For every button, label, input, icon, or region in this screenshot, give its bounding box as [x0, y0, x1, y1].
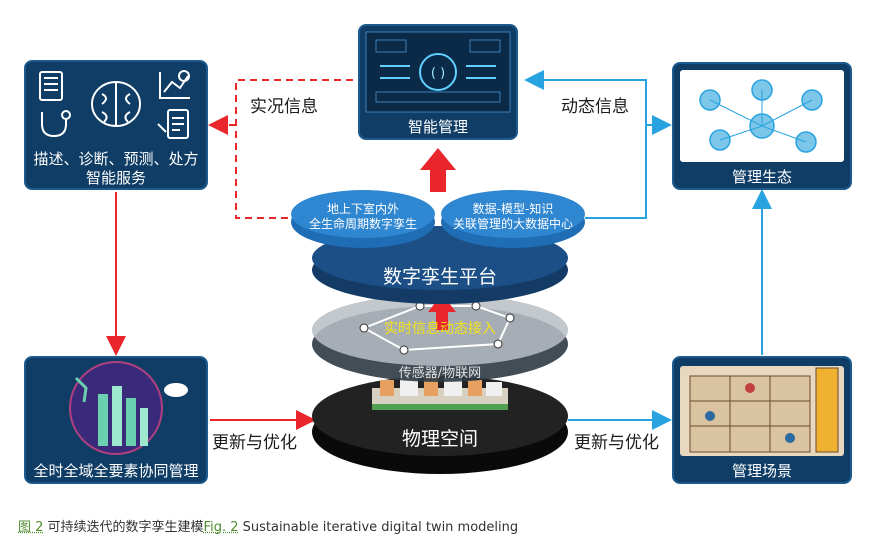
connector-layer	[106, 70, 772, 430]
digital-twin-diagram: ( ) 智能管理	[24, 24, 852, 484]
scene-image	[680, 366, 844, 456]
update-optimize-right-label: 更新与优化	[574, 433, 659, 453]
figure-title-cn: 可持续迭代的数字孪生建模	[43, 520, 204, 535]
figure-title-en: Sustainable iterative digital twin model…	[238, 520, 519, 535]
smart-management-box: ( ) 智能管理	[358, 24, 518, 140]
smart-management-label: 智能管理	[407, 118, 468, 136]
physical-space-text: 物理空间	[401, 428, 478, 450]
figure-caption: 图 2 可持续迭代的数字孪生建模Fig. 2 Sustainable itera…	[18, 516, 518, 535]
realtime-access-text: 实时信息动态接入	[384, 321, 496, 337]
left-disc-text: 地上下室内外 全生命周期数字孪生	[308, 202, 417, 231]
city-towers-icon	[69, 361, 188, 455]
svg-text:( ): ( )	[431, 66, 445, 81]
trend-chart-icon	[159, 70, 190, 99]
prescription-icon	[157, 109, 189, 139]
right-disc-text: 数据-模型-知识 关联管理的大数据中心	[452, 202, 573, 231]
figure-number-cn[interactable]: 图 2	[18, 520, 44, 535]
sensors-iot-text: 传感器/物联网	[398, 366, 482, 381]
smart-service-box: 描述、诊断、预测、处方 智能服务	[24, 60, 208, 190]
management-scene-label: 管理场景	[731, 462, 792, 480]
stethoscope-icon	[41, 110, 71, 138]
figure-number-en[interactable]: Fig. 2	[203, 520, 239, 535]
dynamic-info-label: 动态信息	[561, 97, 629, 117]
smart-service-label: 描述、诊断、预测、处方 智能服务	[33, 150, 199, 187]
platform-stack	[291, 190, 585, 474]
network-icon	[699, 79, 823, 153]
management-ecology-label: 管理生态	[731, 168, 792, 186]
city-model-icon	[372, 376, 508, 410]
live-info-label: 实况信息	[250, 97, 318, 117]
platform-to-management-arrow	[420, 148, 456, 192]
full-coordination-label: 全时全域全要素协同管理	[33, 462, 199, 480]
update-optimize-left-label: 更新与优化	[212, 433, 297, 453]
building-cutaway-icon	[689, 367, 839, 453]
service-icons	[39, 70, 190, 139]
dynamic-info-connector	[524, 70, 647, 219]
ecology-image	[680, 70, 844, 162]
management-ecology-box: 管理生态	[672, 62, 852, 190]
brain-icon	[91, 81, 141, 127]
platform-title: 数字孪生平台	[382, 266, 497, 288]
dashboard-icon: ( )	[365, 31, 511, 113]
management-scene-box: 管理场景	[672, 356, 852, 484]
live-info-connector	[235, 79, 358, 219]
full-coordination-box: 全时全域全要素协同管理	[24, 356, 208, 484]
notebook-icon	[39, 71, 63, 101]
